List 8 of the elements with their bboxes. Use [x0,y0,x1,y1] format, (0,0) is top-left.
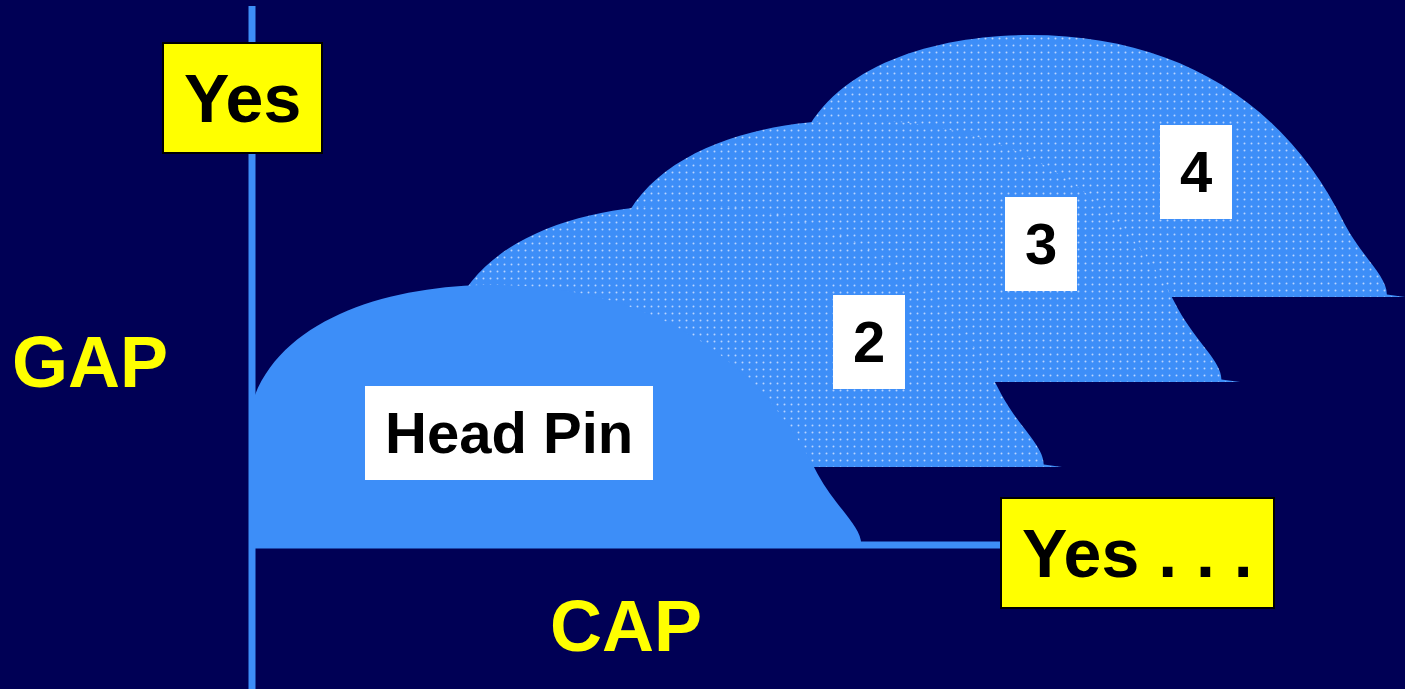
curve-label: 2 [833,295,906,389]
curve-label: 3 [1005,197,1078,291]
curve-label: Head Pin [365,386,654,480]
answer-label: Yes [162,42,324,154]
axis-title: CAP [550,590,702,662]
answer-label: Yes . . . [1000,497,1275,609]
curve-label: 4 [1160,125,1233,219]
axis-title: GAP [12,326,169,398]
